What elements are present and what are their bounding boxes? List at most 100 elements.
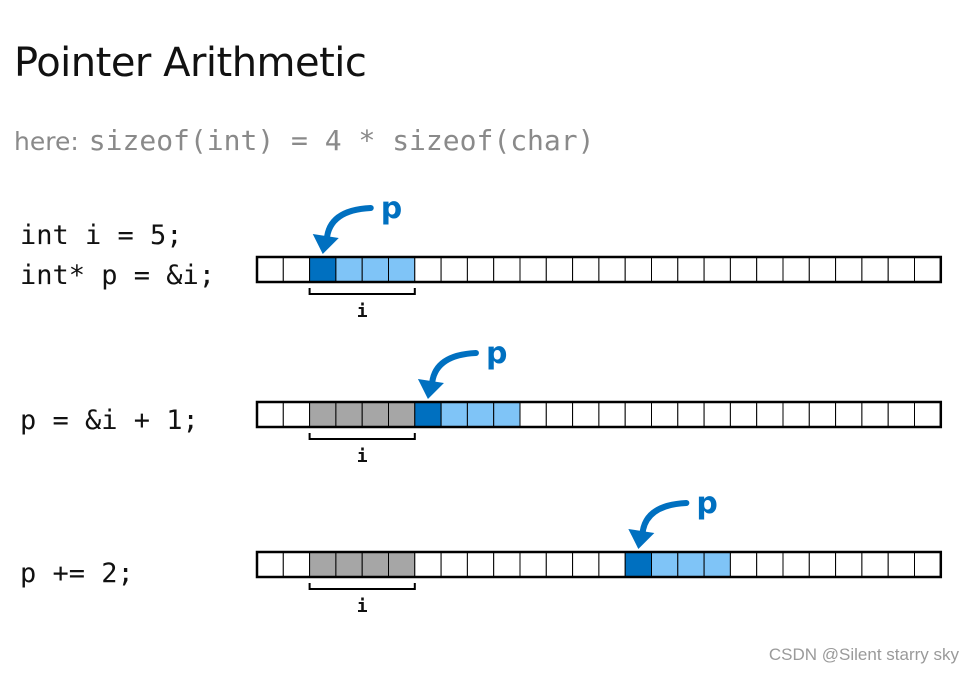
memory-cell [545,401,574,428]
code-line-int-i: int i = 5; [20,220,183,251]
pointer-arrowhead [628,529,655,549]
memory-cell [729,401,758,428]
memory-cell [335,256,363,283]
memory-cell [808,256,837,283]
memory-cell [309,551,337,578]
page-title: Pointer Arithmetic [14,40,367,86]
memory-cell [861,401,889,428]
pointer-arrow [639,500,690,538]
subtitle-code: sizeof(int) = 4 * sizeof(char) [88,124,595,157]
memory-cell [914,256,942,283]
pointer-arrow [428,350,479,388]
pointer-label: p [381,191,402,226]
memory-cell [572,401,600,428]
memory-cell [651,401,679,428]
memory-cell [466,401,495,428]
memory-cell [887,551,916,578]
memory-cell [388,401,416,428]
int-label: i [357,301,368,322]
memory-cell [835,401,863,428]
int-label: i [357,596,368,617]
memory-cell [756,551,784,578]
memory-cell [651,256,679,283]
memory-cell [361,551,390,578]
int-bracket [308,288,416,295]
memory-cell [361,256,390,283]
memory-cell [545,256,574,283]
subtitle: here: sizeof(int) = 4 * sizeof(char) [14,124,595,157]
memory-cell [440,551,468,578]
memory-cell [388,551,416,578]
memory-cell [440,256,468,283]
memory-cell [493,401,521,428]
subtitle-prefix: here: [14,127,79,156]
memory-cell [914,551,942,578]
memory-cell [414,551,442,578]
int-label: i [357,446,368,467]
memory-cell [335,401,363,428]
memory-cell [835,256,863,283]
code-line-pointer-plus-one: p = &i + 1; [20,405,199,436]
memory-cell [808,401,837,428]
memory-cell [414,256,442,283]
memory-row-border [255,550,943,579]
watermark: CSDN @Silent starry sky [768,645,959,664]
code-line-pointer-plus-two: p += 2; [20,558,134,589]
memory-cell [282,551,311,578]
memory-cell [782,551,810,578]
memory-cell [782,401,810,428]
memory-cell [729,551,758,578]
memory-cell [572,256,600,283]
memory-cell [598,401,626,428]
memory-cell [756,401,784,428]
memory-cell [466,256,495,283]
int-bracket [308,583,416,590]
memory-cell [440,401,468,428]
memory-cell [914,401,942,428]
memory-cell [282,401,311,428]
memory-cell [466,551,495,578]
pointer-label: p [486,336,507,371]
memory-cell [414,401,442,428]
memory-cell [887,256,916,283]
code-line-int-pointer: int* p = &i; [20,260,216,291]
memory-row-border [255,400,943,429]
memory-cell [361,401,390,428]
memory-cell [256,551,284,578]
memory-cell [624,551,653,578]
int-bracket [308,433,416,440]
memory-cell [677,256,705,283]
memory-cell [598,551,626,578]
memory-cell [335,551,363,578]
memory-cell [309,401,337,428]
memory-cell [703,551,731,578]
memory-cell [282,256,311,283]
pointer-arrowhead [417,379,444,399]
memory-cell [624,401,653,428]
pointer-arrowhead [312,234,339,254]
memory-cell [729,256,758,283]
memory-cell [677,401,705,428]
memory-cell [677,551,705,578]
memory-cell [756,256,784,283]
memory-cell [388,256,416,283]
memory-cell [861,256,889,283]
memory-cell [782,256,810,283]
memory-cell [835,551,863,578]
memory-cell [703,401,731,428]
memory-cell [808,551,837,578]
memory-cell [887,401,916,428]
memory-cell [493,256,521,283]
pointer-label: p [696,486,717,521]
memory-cell [519,401,547,428]
memory-cell [624,256,653,283]
memory-cell [598,256,626,283]
memory-row-border [255,255,943,284]
memory-cell [572,551,600,578]
memory-cell [309,256,337,283]
memory-cell [861,551,889,578]
memory-cell [493,551,521,578]
memory-cell [256,401,284,428]
memory-cell [545,551,574,578]
